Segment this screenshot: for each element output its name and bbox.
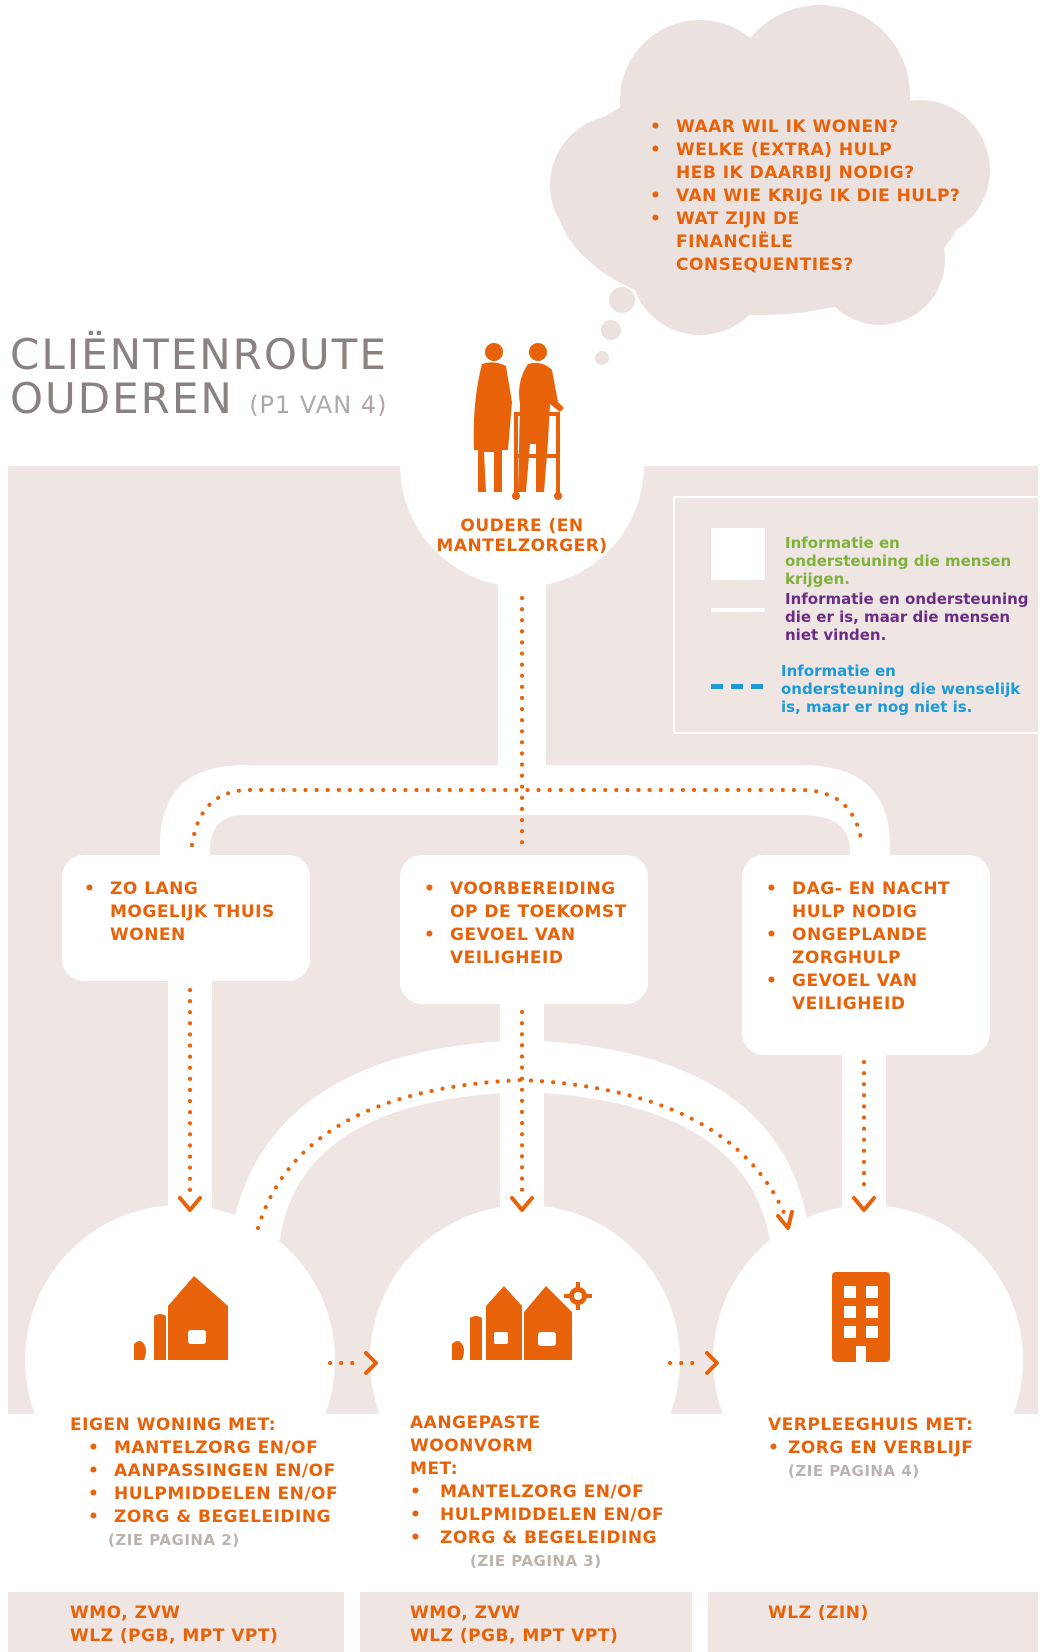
need-item: ONGEPLANDE ZORGHULP — [766, 924, 932, 970]
title-line-1: CLIËNTENROUTE — [10, 330, 388, 379]
destination-item: MANTELZORG EN/OF — [410, 1481, 690, 1504]
need-item: DAG- EN NACHT HULP NODIG — [766, 878, 952, 924]
adapted-houses-icon — [452, 1282, 592, 1360]
need-item: VOORBEREIDING OP DE TOEKOMST — [424, 878, 640, 924]
cloud-question: WAAR WIL IK WONEN? — [650, 116, 970, 139]
page-title: CLIËNTENROUTE OUDEREN (P1 VAN 4) — [10, 333, 388, 427]
footer-line: WMO, ZVW — [410, 1603, 521, 1623]
footer-panel-2 — [360, 1592, 692, 1652]
footer-funding-1: WMO, ZVW WLZ (PGB, MPT VPT) — [70, 1602, 278, 1648]
destination-item: HULPMIDDELEN EN/OF — [410, 1504, 690, 1527]
destination-item: AANPASSINGEN EN/OF — [88, 1460, 350, 1483]
need-item: GEVOEL VAN VEILIGHEID — [424, 924, 590, 970]
footer-line: WLZ (PGB, MPT VPT) — [410, 1626, 619, 1646]
elderly-couple-icon — [473, 343, 564, 500]
title-ouderen: OUDEREN — [10, 374, 234, 423]
footer-line: WLZ (ZIN) — [768, 1603, 869, 1623]
need-item: ZO LANG MOGELIJK THUIS WONEN — [84, 878, 290, 947]
need-item: GEVOEL VAN VEILIGHEID — [766, 970, 932, 1016]
destination-item: MANTELZORG EN/OF — [88, 1437, 350, 1460]
house-icon — [134, 1276, 228, 1360]
destination-title: VERPLEEGHUIS MET: — [768, 1415, 974, 1435]
legend-desired-text: Informatie en ondersteuning die wenselij… — [781, 662, 1021, 716]
footer-line: WLZ (PGB, MPT VPT) — [70, 1626, 279, 1646]
cloud-question: WELKE (EXTRA) HULP HEB IK DAARBIJ NODIG? — [650, 139, 916, 185]
legend-exists-text: Informatie en ondersteuning die er is, m… — [785, 590, 1029, 644]
legend-swatch-received — [711, 528, 765, 580]
title-line-2: OUDEREN (P1 VAN 4) — [10, 377, 388, 427]
need-card-3: DAG- EN NACHT HULP NODIG ONGEPLANDE ZORG… — [766, 878, 986, 1016]
destination-own-home: EIGEN WONING MET: MANTELZORG EN/OF AANPA… — [70, 1414, 350, 1549]
cloud-question: VAN WIE KRIJG IK DIE HULP? — [650, 185, 970, 208]
destination-adapted-housing: AANGEPASTE WOONVORM MET: MANTELZORG EN/O… — [410, 1412, 690, 1570]
footer-funding-3: WLZ (ZIN) — [768, 1602, 869, 1625]
destination-title: EIGEN WONING MET: — [70, 1415, 277, 1435]
page-reference: (ZIE PAGINA 2) — [108, 1531, 240, 1549]
page-indicator: (P1 VAN 4) — [249, 391, 388, 419]
page-reference: (ZIE PAGINA 4) — [788, 1462, 920, 1480]
legend-received-text: Informatie en ondersteuning die mensen k… — [785, 534, 1012, 588]
page-reference: (ZIE PAGINA 3) — [470, 1552, 602, 1570]
footer-funding-2: WMO, ZVW WLZ (PGB, MPT VPT) — [410, 1602, 618, 1648]
footer-line: WMO, ZVW — [70, 1603, 181, 1623]
nursing-home-icon — [832, 1272, 890, 1362]
person-label-text: OUDERE (EN MANTELZORGER) — [436, 516, 608, 556]
legend-swatch-exists — [711, 608, 765, 612]
destination-item: ZORG EN VERBLIJF — [768, 1437, 1038, 1460]
footer-panel-1 — [8, 1592, 344, 1652]
footer-panel-3 — [708, 1592, 1038, 1652]
need-card-1: ZO LANG MOGELIJK THUIS WONEN — [84, 878, 304, 947]
legend-box: Informatie en ondersteuning die mensen k… — [673, 496, 1062, 734]
destination-item: HULPMIDDELEN EN/OF — [88, 1483, 350, 1506]
destination-item: ZORG & BEGELEIDING — [410, 1527, 690, 1550]
destination-title: AANGEPASTE WOONVORM MET: — [410, 1413, 541, 1479]
destination-item: ZORG & BEGELEIDING — [88, 1506, 350, 1529]
destination-nursing-home: VERPLEEGHUIS MET: ZORG EN VERBLIJF (ZIE … — [768, 1414, 1038, 1480]
person-label: OUDERE (EN MANTELZORGER) — [430, 516, 614, 556]
thought-cloud-list: WAAR WIL IK WONEN? WELKE (EXTRA) HULP HE… — [650, 116, 970, 277]
cloud-question: WAT ZIJN DE FINANCIËLE CONSEQUENTIES? — [650, 208, 916, 277]
legend-swatch-desired — [711, 684, 765, 689]
need-card-2: VOORBEREIDING OP DE TOEKOMST GEVOEL VAN … — [424, 878, 644, 970]
